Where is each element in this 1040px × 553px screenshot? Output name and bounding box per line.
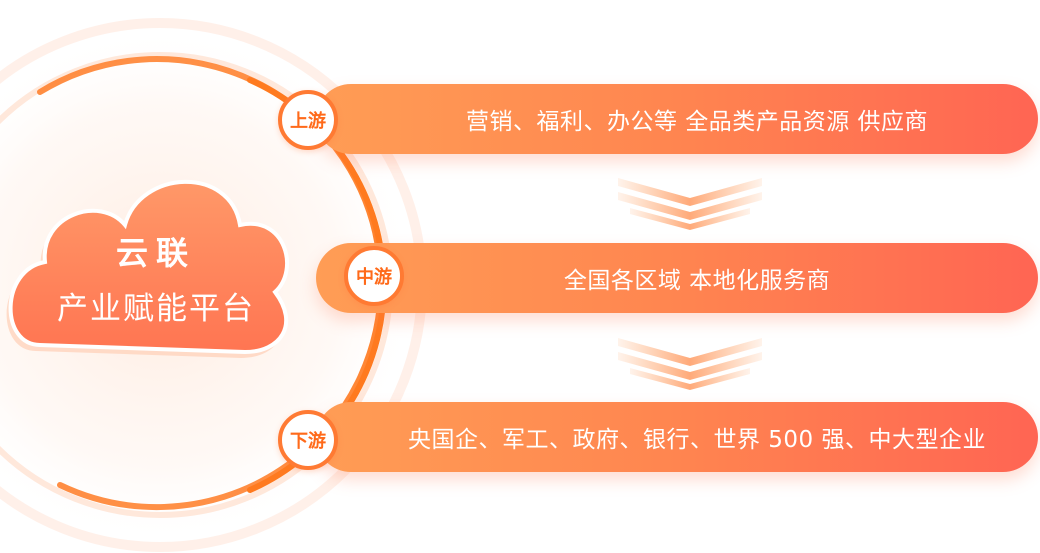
midstream-badge: 中游 [344, 246, 404, 306]
cloud-icon [8, 179, 290, 355]
chevron-down-icon-2 [618, 338, 762, 390]
downstream-badge: 下游 [278, 410, 338, 470]
downstream-badge-label: 下游 [290, 431, 326, 452]
upstream-badge: 上游 [278, 90, 338, 150]
upstream-badge-label: 上游 [290, 111, 326, 132]
downstream-description: 央国企、军工、政府、银行、世界 500 强、中大型企业 [407, 427, 987, 453]
upstream-description: 营销、福利、办公等 全品类产品资源 供应商 [465, 109, 929, 135]
platform-subtitle: 产业赋能平台 [57, 291, 255, 327]
midstream-description: 全国各区域 本地化服务商 [563, 268, 831, 294]
midstream-badge-label: 中游 [356, 267, 392, 288]
downstream-bar: 央国企、军工、政府、银行、世界 500 强、中大型企业 [316, 402, 1038, 472]
platform-title: 云联 [115, 234, 196, 272]
upstream-bar: 营销、福利、办公等 全品类产品资源 供应商 [316, 84, 1038, 154]
chevron-down-icon-1 [618, 178, 762, 230]
midstream-bar: 全国各区域 本地化服务商 [316, 243, 1038, 313]
